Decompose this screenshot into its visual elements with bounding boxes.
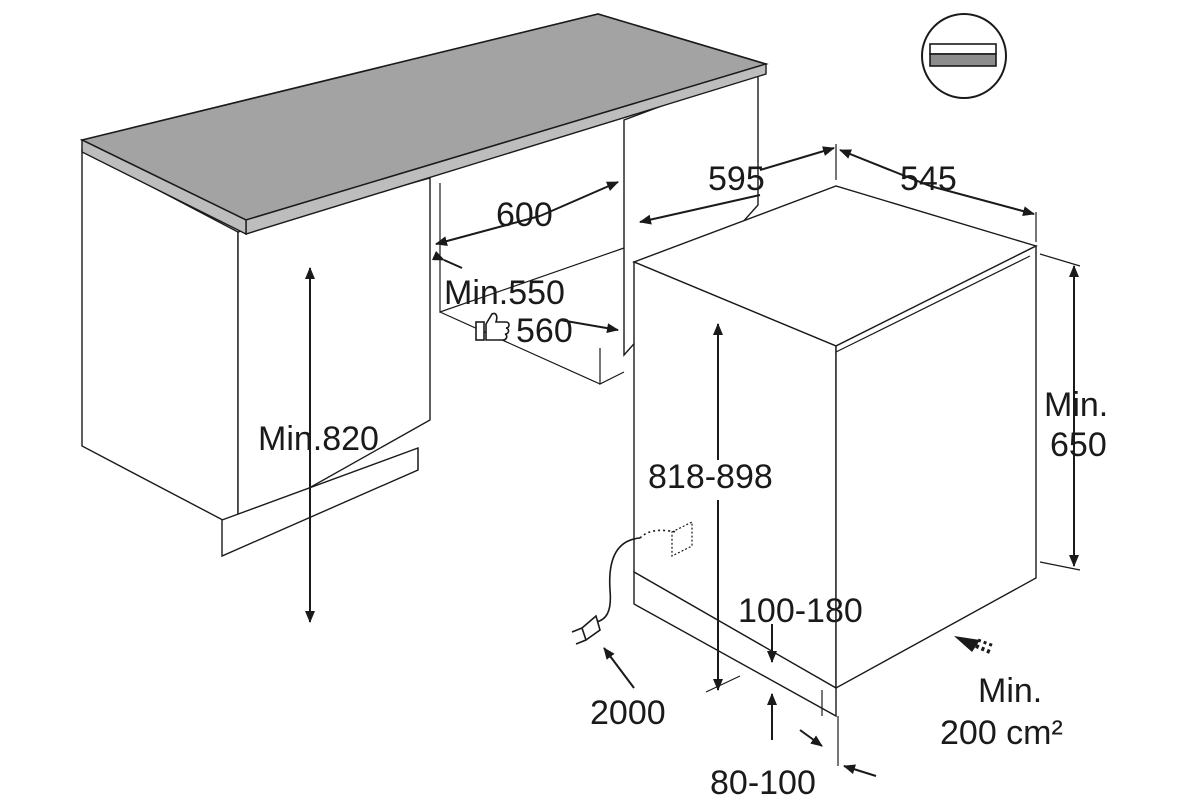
label-plinth-height-range: 100-180 bbox=[738, 592, 863, 630]
appliance-door bbox=[835, 244, 1037, 690]
label-appliance-width: 595 bbox=[708, 160, 765, 198]
power-cable bbox=[595, 521, 693, 623]
label-cabinet-height-min: Min.820 bbox=[258, 420, 379, 458]
label-recess-depth-recommended: 560 bbox=[516, 312, 573, 350]
label-plinth-depth-range: 80-100 bbox=[710, 764, 816, 802]
kitchen-cabinet bbox=[79, 13, 769, 558]
appliance-plinth bbox=[633, 570, 837, 718]
airflow-arrow-icon bbox=[954, 636, 995, 654]
worktop-side-edge bbox=[81, 138, 247, 236]
label-cable-length: 2000 bbox=[590, 694, 666, 732]
label-appliance-depth: 545 bbox=[900, 160, 957, 198]
label-recess-depth-min: Min.550 bbox=[444, 274, 565, 312]
label-clearance-min-line1: Min. bbox=[1044, 386, 1108, 424]
built-under-icon bbox=[921, 13, 1007, 99]
plug-icon bbox=[571, 614, 601, 645]
appliance bbox=[632, 185, 1038, 718]
label-ventilation-line2: 200 cm² bbox=[940, 714, 1063, 752]
label-clearance-min-line2: 650 bbox=[1050, 426, 1107, 464]
thumbs-up-icon bbox=[475, 312, 510, 341]
label-appliance-height-range: 818-898 bbox=[648, 458, 773, 496]
label-ventilation-line1: Min. bbox=[978, 672, 1042, 710]
label-cabinet-width: 600 bbox=[496, 196, 553, 234]
dimension-lines bbox=[305, 144, 1081, 777]
